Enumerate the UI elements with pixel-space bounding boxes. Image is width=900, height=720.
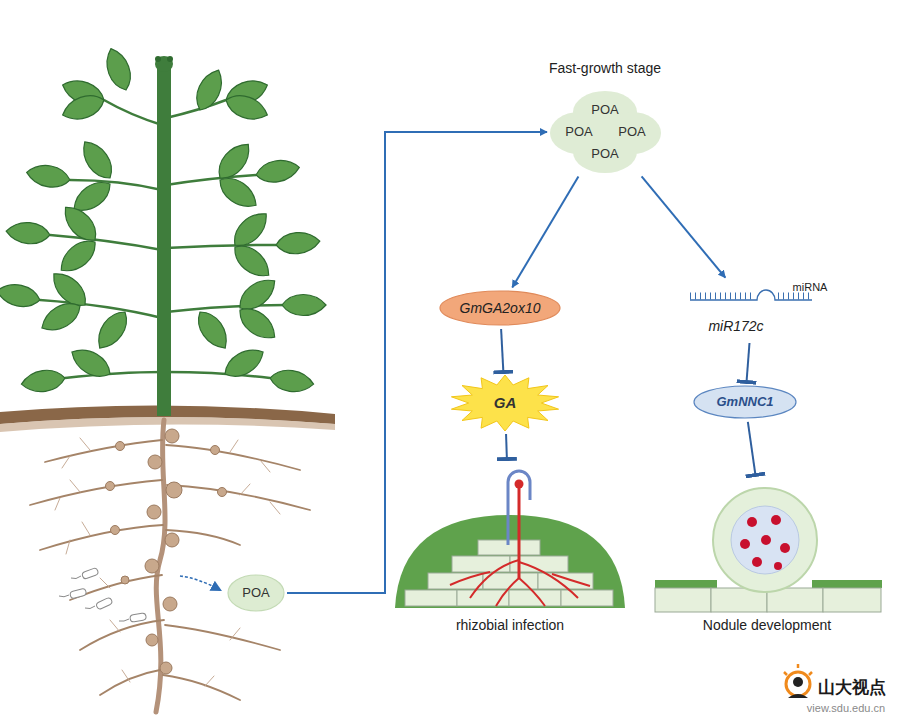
ellipse-shape (227, 574, 285, 612)
node-label: miR172c (708, 318, 763, 334)
node-label: POA (618, 125, 645, 140)
inhibition-connector (748, 422, 756, 475)
watermark-logo (784, 664, 812, 698)
hormone-burst: GA (450, 375, 560, 431)
poa-ellipse: POA (227, 574, 285, 612)
ellipse-shape (439, 290, 561, 326)
stem (157, 62, 171, 416)
node-label: GmGA2ox10 (460, 300, 541, 316)
arrow-connector (287, 132, 547, 593)
gene-ellipse: GmNNC1 (693, 385, 797, 419)
watermark-title: 山大视点 (818, 678, 886, 698)
rhizobia (59, 567, 147, 622)
node-label: Nodule development (703, 617, 831, 633)
apical-bud (155, 56, 173, 72)
mirna-node: miR172c (688, 280, 816, 340)
watermark-url: view.sdu.edu.cn (807, 702, 885, 715)
secretion-arrow (180, 576, 220, 590)
nodules (106, 429, 227, 674)
mirna-hairpin (690, 290, 812, 300)
roots (30, 420, 310, 712)
node-label: POA (591, 147, 618, 162)
ellipse-shape (693, 385, 797, 419)
nodule-panel: Nodule development (650, 478, 885, 640)
node-label: POA (565, 125, 592, 140)
node-label: GmNNC1 (716, 395, 773, 410)
leaves (0, 45, 326, 394)
mirna-tag: miRNA (793, 281, 828, 294)
node-label: GA (494, 394, 517, 411)
star-shape (450, 375, 560, 431)
arrow-connector (642, 176, 726, 277)
stage-heading: Fast-growth stage (549, 60, 661, 76)
gene-ellipse: GmGA2ox10 (439, 290, 561, 326)
inhibition-connector (501, 329, 503, 372)
inhibition-connector (747, 343, 750, 382)
cloud-shape (550, 90, 660, 174)
node-label: rhizobial infection (456, 617, 564, 633)
node-label: POA (591, 103, 618, 118)
arrow-connector (512, 177, 578, 288)
infection-illustration (395, 471, 625, 608)
node-label: POA (242, 586, 269, 601)
inhibition-connector (505, 434, 508, 459)
nodule-illustration (655, 488, 882, 612)
infection-panel: rhizobial infection (395, 462, 625, 640)
poa-cluster: Fast-growth stagePOAPOAPOAPOA (550, 90, 660, 174)
